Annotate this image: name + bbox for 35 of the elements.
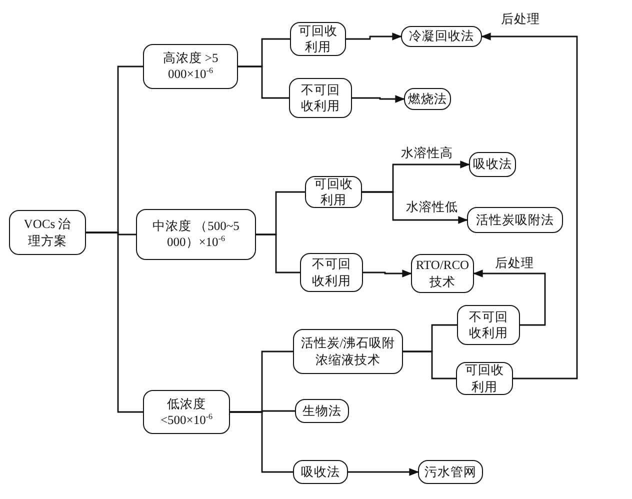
edge-label: 后处理 — [500, 12, 541, 27]
process-box: 可回收利用 — [305, 176, 362, 208]
arrow — [346, 32, 402, 40]
process-box: 冷凝回收法 — [401, 26, 482, 47]
process-box: 污水管网 — [418, 460, 483, 484]
process-box: VOCs 治理方案 — [9, 210, 86, 255]
process-box: 低浓度 <500×10$^{-6}$ — [143, 390, 230, 434]
process-box: 不可回收利用 — [300, 253, 363, 292]
connector-line — [403, 350, 456, 380]
connector-line — [256, 234, 300, 274]
connector-line — [86, 232, 143, 413]
connector-line — [238, 66, 289, 99]
connector-line — [230, 411, 293, 473]
process-box: 生物法 — [295, 399, 349, 423]
arrow — [362, 191, 468, 224]
arrow — [352, 95, 405, 103]
edge-label: 后处理 — [494, 256, 535, 271]
process-box: 吸收法 — [469, 152, 516, 177]
process-box: 可回收利用 — [456, 362, 513, 395]
edge-label: 水溶性高 — [400, 146, 454, 161]
process-box: 可回收利用 — [290, 22, 346, 56]
arrow — [348, 468, 419, 476]
arrow — [363, 270, 412, 278]
process-box: 不可回收利用 — [289, 78, 352, 118]
process-box: 不可回收利用 — [457, 305, 520, 345]
process-box: 中浓度 （500~5 000）×10$^{-6}$ — [136, 209, 256, 260]
edge-label: 水溶性低 — [405, 200, 459, 215]
process-box: 活性炭/沸石吸附浓缩液技术 — [293, 329, 403, 374]
process-box: 吸收法 — [293, 460, 348, 484]
process-box: RTO/RCO 技术 — [411, 254, 474, 293]
arrow — [473, 270, 546, 326]
arrow — [481, 32, 578, 380]
process-box: 活性炭吸附法 — [467, 207, 563, 233]
process-box: 燃烧法 — [404, 88, 451, 110]
process-box: 高浓度 >5 000×10$^{-6}$ — [143, 44, 238, 89]
